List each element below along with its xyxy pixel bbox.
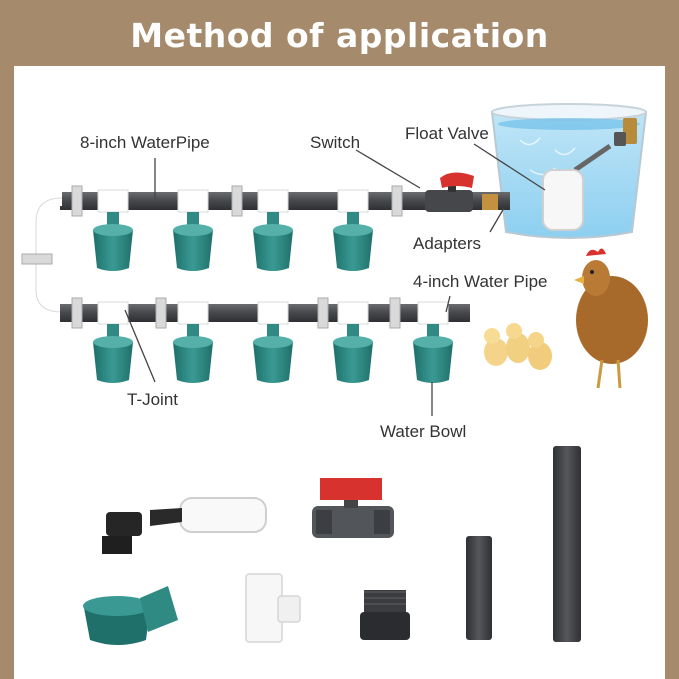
ball-valve-part [312,478,394,538]
label-float-valve: Float Valve [405,124,489,143]
label-switch: Switch [310,133,361,152]
adapter-part [360,590,410,640]
hen-illustration [574,248,648,389]
label-leader-lines [124,143,546,416]
label-water-bowl: Water Bowl [380,422,467,441]
water-bowl-icon [333,212,373,271]
water-bowl-icon [333,324,373,383]
water-bowl-icon [93,212,133,271]
water-bowl-part [83,586,178,645]
chicks-illustration [484,323,552,370]
top-water-pipe [60,185,510,217]
float-valve-part [102,497,267,554]
left-elbow-connector [21,190,63,320]
label-4-inch-water-pipe: 4-inch Water Pipe [413,272,548,291]
label-adapters: Adapters [413,234,482,253]
water-bowl-icon [253,212,293,271]
water-bowl-icon [93,324,133,383]
label-8-inch-water-pipe: 8-inch WaterPipe [80,133,210,152]
water-bowl-icon [173,212,213,271]
pipe-segments-part [466,446,581,642]
bottom-water-bowls [93,324,453,383]
page-title: Method of application [130,16,549,55]
bottom-water-pipe [60,297,470,329]
water-bowl-icon [173,324,213,383]
water-bowl-icon [413,324,453,383]
top-water-bowls [93,212,373,271]
water-bowl-icon [253,324,293,383]
t-joint-part [245,573,301,643]
label-t-joint: T-Joint [127,390,179,409]
switch-ball-valve [425,172,474,212]
float-valve-assembly [542,118,637,231]
